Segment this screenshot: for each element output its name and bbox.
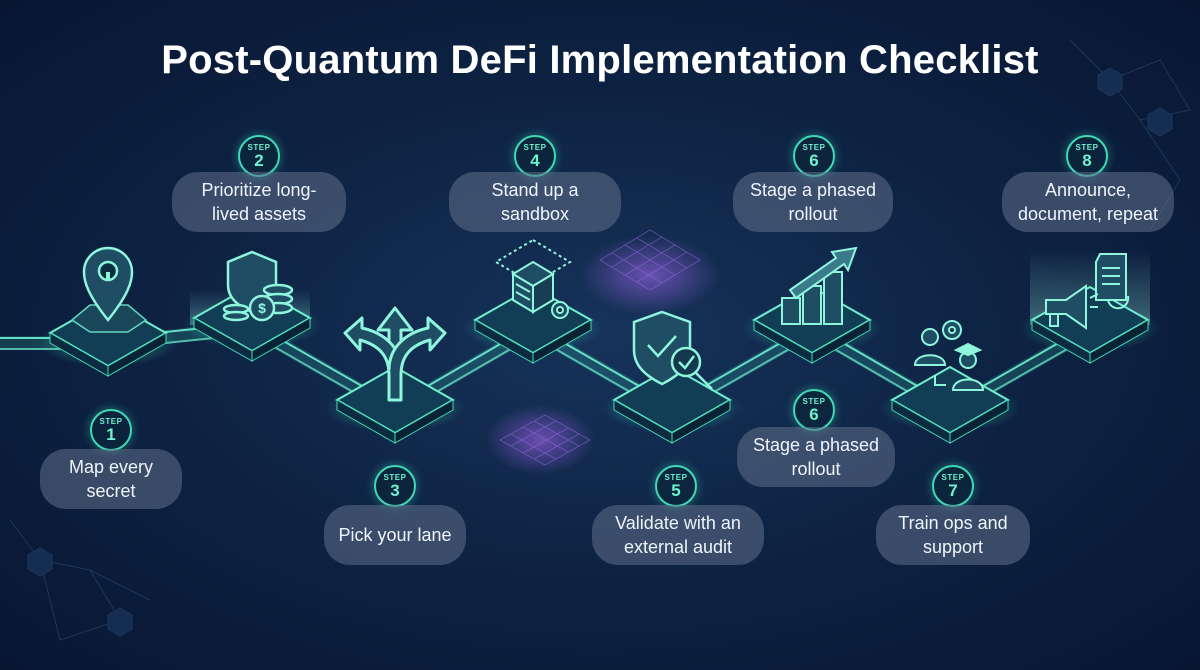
step-number: 3 [390,480,400,500]
svg-text:$: $ [258,300,266,316]
step-1-label: Map every secret [40,449,182,509]
step-2-badge: STEP 2 [238,135,280,177]
step-5-badge: STEP 5 [655,465,697,507]
step-5-platform [602,365,742,444]
step-4-badge: STEP 4 [514,135,556,177]
step-word: STEP [664,472,688,482]
step-number: 6 [809,150,819,170]
step-number: 8 [1082,150,1092,170]
step-word: STEP [802,142,826,152]
background-network [9,39,1191,641]
step-6-badge-duplicate: STEP 6 [793,389,835,431]
step-word: STEP [247,142,271,152]
step-number: 1 [106,424,116,444]
people-training-icon [913,320,985,391]
step-6-label-duplicate: Stage a phased rollout [737,427,895,487]
step-word: STEP [802,396,826,406]
step-7-badge: STEP 7 [932,465,974,507]
step-5-label: Validate with an external audit [592,505,764,565]
purple-grid-decor [485,229,720,475]
step-7-label: Train ops and support [876,505,1030,565]
step-1-badge: STEP 1 [90,409,132,451]
step-word: STEP [99,416,123,426]
step-word: STEP [523,142,547,152]
step-3-label: Pick your lane [324,505,466,565]
step-word: STEP [383,472,407,482]
megaphone-document-icon [1045,253,1130,330]
shield-check-magnifier-icon [632,310,713,390]
step-6-badge: STEP 6 [793,135,835,177]
page-title: Post-Quantum DeFi Implementation Checkli… [161,38,1039,82]
map-pin-keyhole-icon [70,246,148,333]
step-number: 5 [671,480,681,500]
step-word: STEP [1075,142,1099,152]
shield-coins-icon: $ [222,250,294,322]
sandbox-cube-gear-icon [494,238,572,319]
step-number: 4 [530,150,540,170]
step-6-label: Stage a phased rollout [733,172,893,232]
step-number: 2 [254,150,264,170]
split-arrows-icon [343,306,447,402]
step-word: STEP [941,472,965,482]
step-number: 7 [948,480,958,500]
step-4-label: Stand up a sandbox [449,172,621,232]
step-3-badge: STEP 3 [374,465,416,507]
rising-bars-arrow-icon [781,246,858,325]
step-2-label: Prioritize long-lived assets [172,172,346,232]
step-8-badge: STEP 8 [1066,135,1108,177]
step-8-label: Announce, document, repeat [1002,172,1174,232]
step-number: 6 [809,404,819,424]
